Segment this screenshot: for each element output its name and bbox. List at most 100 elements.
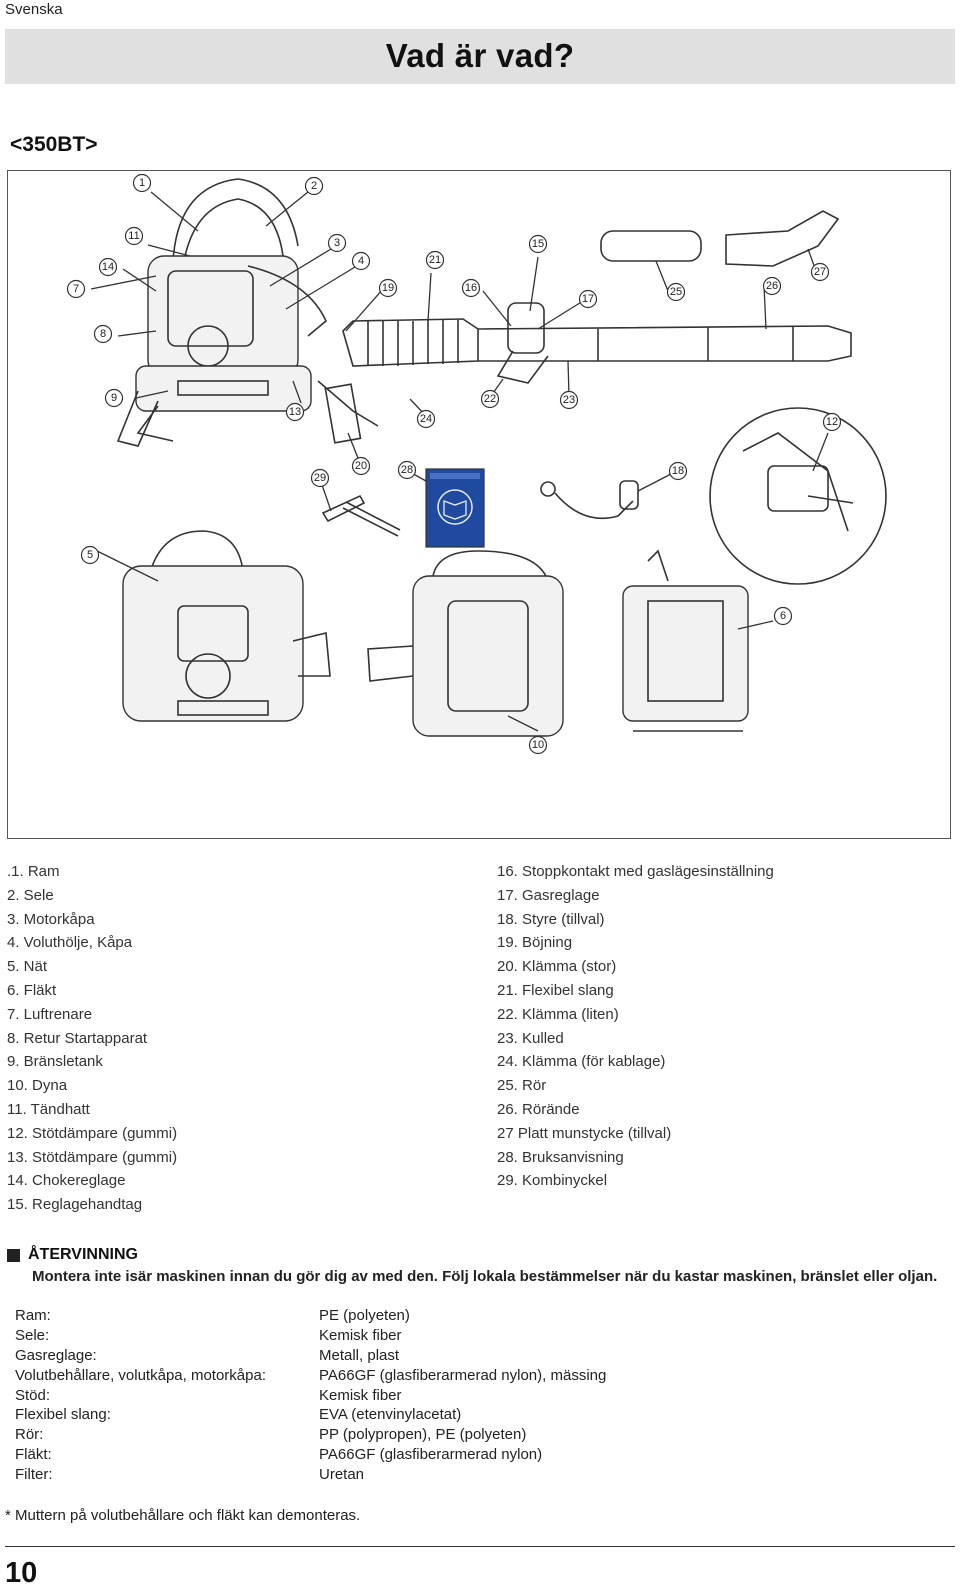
material-value: Uretan (319, 1466, 365, 1484)
svg-text:5: 5 (87, 549, 93, 561)
callout-8: 8 (93, 324, 113, 344)
back-view-drawing (367, 550, 564, 737)
rear-view-drawing (122, 530, 331, 722)
list-item: 28. Bruksanvisning (497, 1148, 624, 1166)
list-item: 18. Styre (tillval) (497, 910, 605, 928)
title-bar: Vad är vad? (5, 29, 955, 84)
callout-27: 27 (810, 262, 830, 282)
handle-drawing (540, 480, 639, 520)
svg-text:21: 21 (429, 254, 441, 266)
callout-21: 21 (425, 250, 445, 270)
callout-29: 29 (310, 468, 330, 488)
list-item: 11. Tändhatt (7, 1100, 90, 1118)
callout-17: 17 (578, 289, 598, 309)
svg-text:19: 19 (382, 282, 394, 294)
list-item: 15. Reglagehandtag (7, 1196, 143, 1214)
svg-text:6: 6 (780, 610, 786, 622)
material-label: Rör: (15, 1426, 44, 1444)
svg-text:28: 28 (401, 464, 413, 476)
detail-view-drawing (709, 407, 887, 585)
material-label: Sele: (15, 1326, 50, 1344)
svg-text:15: 15 (532, 238, 544, 250)
svg-text:1: 1 (139, 177, 145, 189)
recycling-heading-text: ÅTERVINNING (28, 1246, 138, 1263)
callout-24: 24 (416, 409, 436, 429)
svg-text:23: 23 (563, 394, 575, 406)
list-item: 5. Nät (7, 958, 48, 976)
callout-9: 9 (104, 388, 124, 408)
svg-text:17: 17 (582, 293, 594, 305)
callout-3: 3 (327, 233, 347, 253)
material-label: Volutbehållare, volutkåpa, motorkåpa: (15, 1366, 266, 1384)
list-item: 7. Luftrenare (7, 1005, 93, 1023)
list-item: 23. Kulled (497, 1029, 564, 1047)
callout-19: 19 (378, 278, 398, 298)
callout-18: 18 (668, 461, 688, 481)
list-item: 12. Stötdämpare (gummi) (7, 1124, 178, 1142)
svg-text:18: 18 (672, 465, 684, 477)
recycling-heading: ÅTERVINNING (7, 1246, 138, 1264)
svg-text:16: 16 (465, 282, 477, 294)
tube-drawing (342, 302, 852, 384)
list-item: 19. Böjning (497, 934, 573, 952)
callout-1: 1 (132, 173, 152, 193)
material-label: Filter: (15, 1466, 53, 1484)
wrench-drawing (321, 494, 401, 537)
svg-text:20: 20 (355, 460, 367, 472)
callout-13: 13 (285, 402, 305, 422)
callout-11: 11 (124, 226, 144, 246)
svg-text:27: 27 (814, 266, 826, 278)
svg-text:12: 12 (826, 416, 838, 428)
parts-list-right: 16. Stoppkontakt med gaslägesinställning… (497, 862, 774, 1195)
svg-text:2: 2 (311, 180, 317, 192)
callout-20: 20 (351, 456, 371, 476)
divider (5, 1546, 955, 1547)
list-item: 25. Rör (497, 1077, 547, 1095)
callout-28: 28 (397, 460, 417, 480)
parts-list-left: .1. Ram 2. Sele 3. Motorkåpa 4. Voluthöl… (7, 862, 177, 1219)
list-item: 21. Flexibel slang (497, 981, 614, 999)
callout-26: 26 (762, 276, 782, 296)
svg-text:25: 25 (670, 286, 682, 298)
svg-text:22: 22 (484, 393, 496, 405)
footnote: * Muttern på volutbehållare och fläkt ka… (5, 1507, 361, 1524)
list-item: 13. Stötdämpare (gummi) (7, 1148, 178, 1166)
material-label: Fläkt: (15, 1446, 52, 1464)
material-value: EVA (etenvinylacetat) (319, 1406, 462, 1424)
list-item: 8. Retur Startapparat (7, 1029, 148, 1047)
language-label: Svenska (5, 1, 63, 18)
page-title: Vad är vad? (385, 37, 575, 74)
leader-lines (90, 191, 829, 732)
svg-text:4: 4 (358, 255, 364, 267)
callout-6: 6 (773, 606, 793, 626)
list-item: 10. Dyna (7, 1077, 68, 1095)
list-item: 16. Stoppkontakt med gaslägesinställning (497, 863, 774, 880)
main-blower-drawing (116, 178, 379, 447)
nozzle-drawing (600, 210, 840, 267)
material-value: PE (polyeten) (319, 1307, 410, 1324)
svg-text:9: 9 (111, 392, 117, 404)
list-item: 3. Motorkåpa (7, 910, 95, 928)
exploded-view-drawing: 1 2 3 4 5 6 7 8 9 10 11 12 13 14 15 16 1… (66, 173, 887, 755)
material-value: PA66GF (glasfiberarmerad nylon), mässing (319, 1366, 607, 1384)
material-value: Kemisk fiber (319, 1386, 402, 1404)
callout-22: 22 (480, 389, 500, 409)
page-number: 10 (5, 1557, 38, 1589)
list-item: 14. Chokereglage (7, 1172, 126, 1190)
svg-text:14: 14 (102, 261, 114, 273)
material-value: PP (polypropen), PE (polyeten) (319, 1426, 527, 1444)
manual-drawing (425, 468, 485, 548)
svg-text:7: 7 (73, 283, 79, 295)
list-item: 26. Rörände (497, 1100, 580, 1118)
material-value: Kemisk fiber (319, 1326, 402, 1344)
callout-16: 16 (461, 278, 481, 298)
callout-10: 10 (528, 735, 548, 755)
material-label: Gasreglage: (15, 1346, 97, 1364)
svg-text:11: 11 (128, 230, 139, 242)
list-item: .1. Ram (7, 863, 60, 880)
list-item: 17. Gasreglage (497, 886, 600, 904)
side-view-drawing (622, 549, 749, 732)
callout-2: 2 (304, 176, 324, 196)
list-item: 4. Voluthölje, Kåpa (7, 934, 133, 952)
svg-text:3: 3 (334, 237, 340, 249)
